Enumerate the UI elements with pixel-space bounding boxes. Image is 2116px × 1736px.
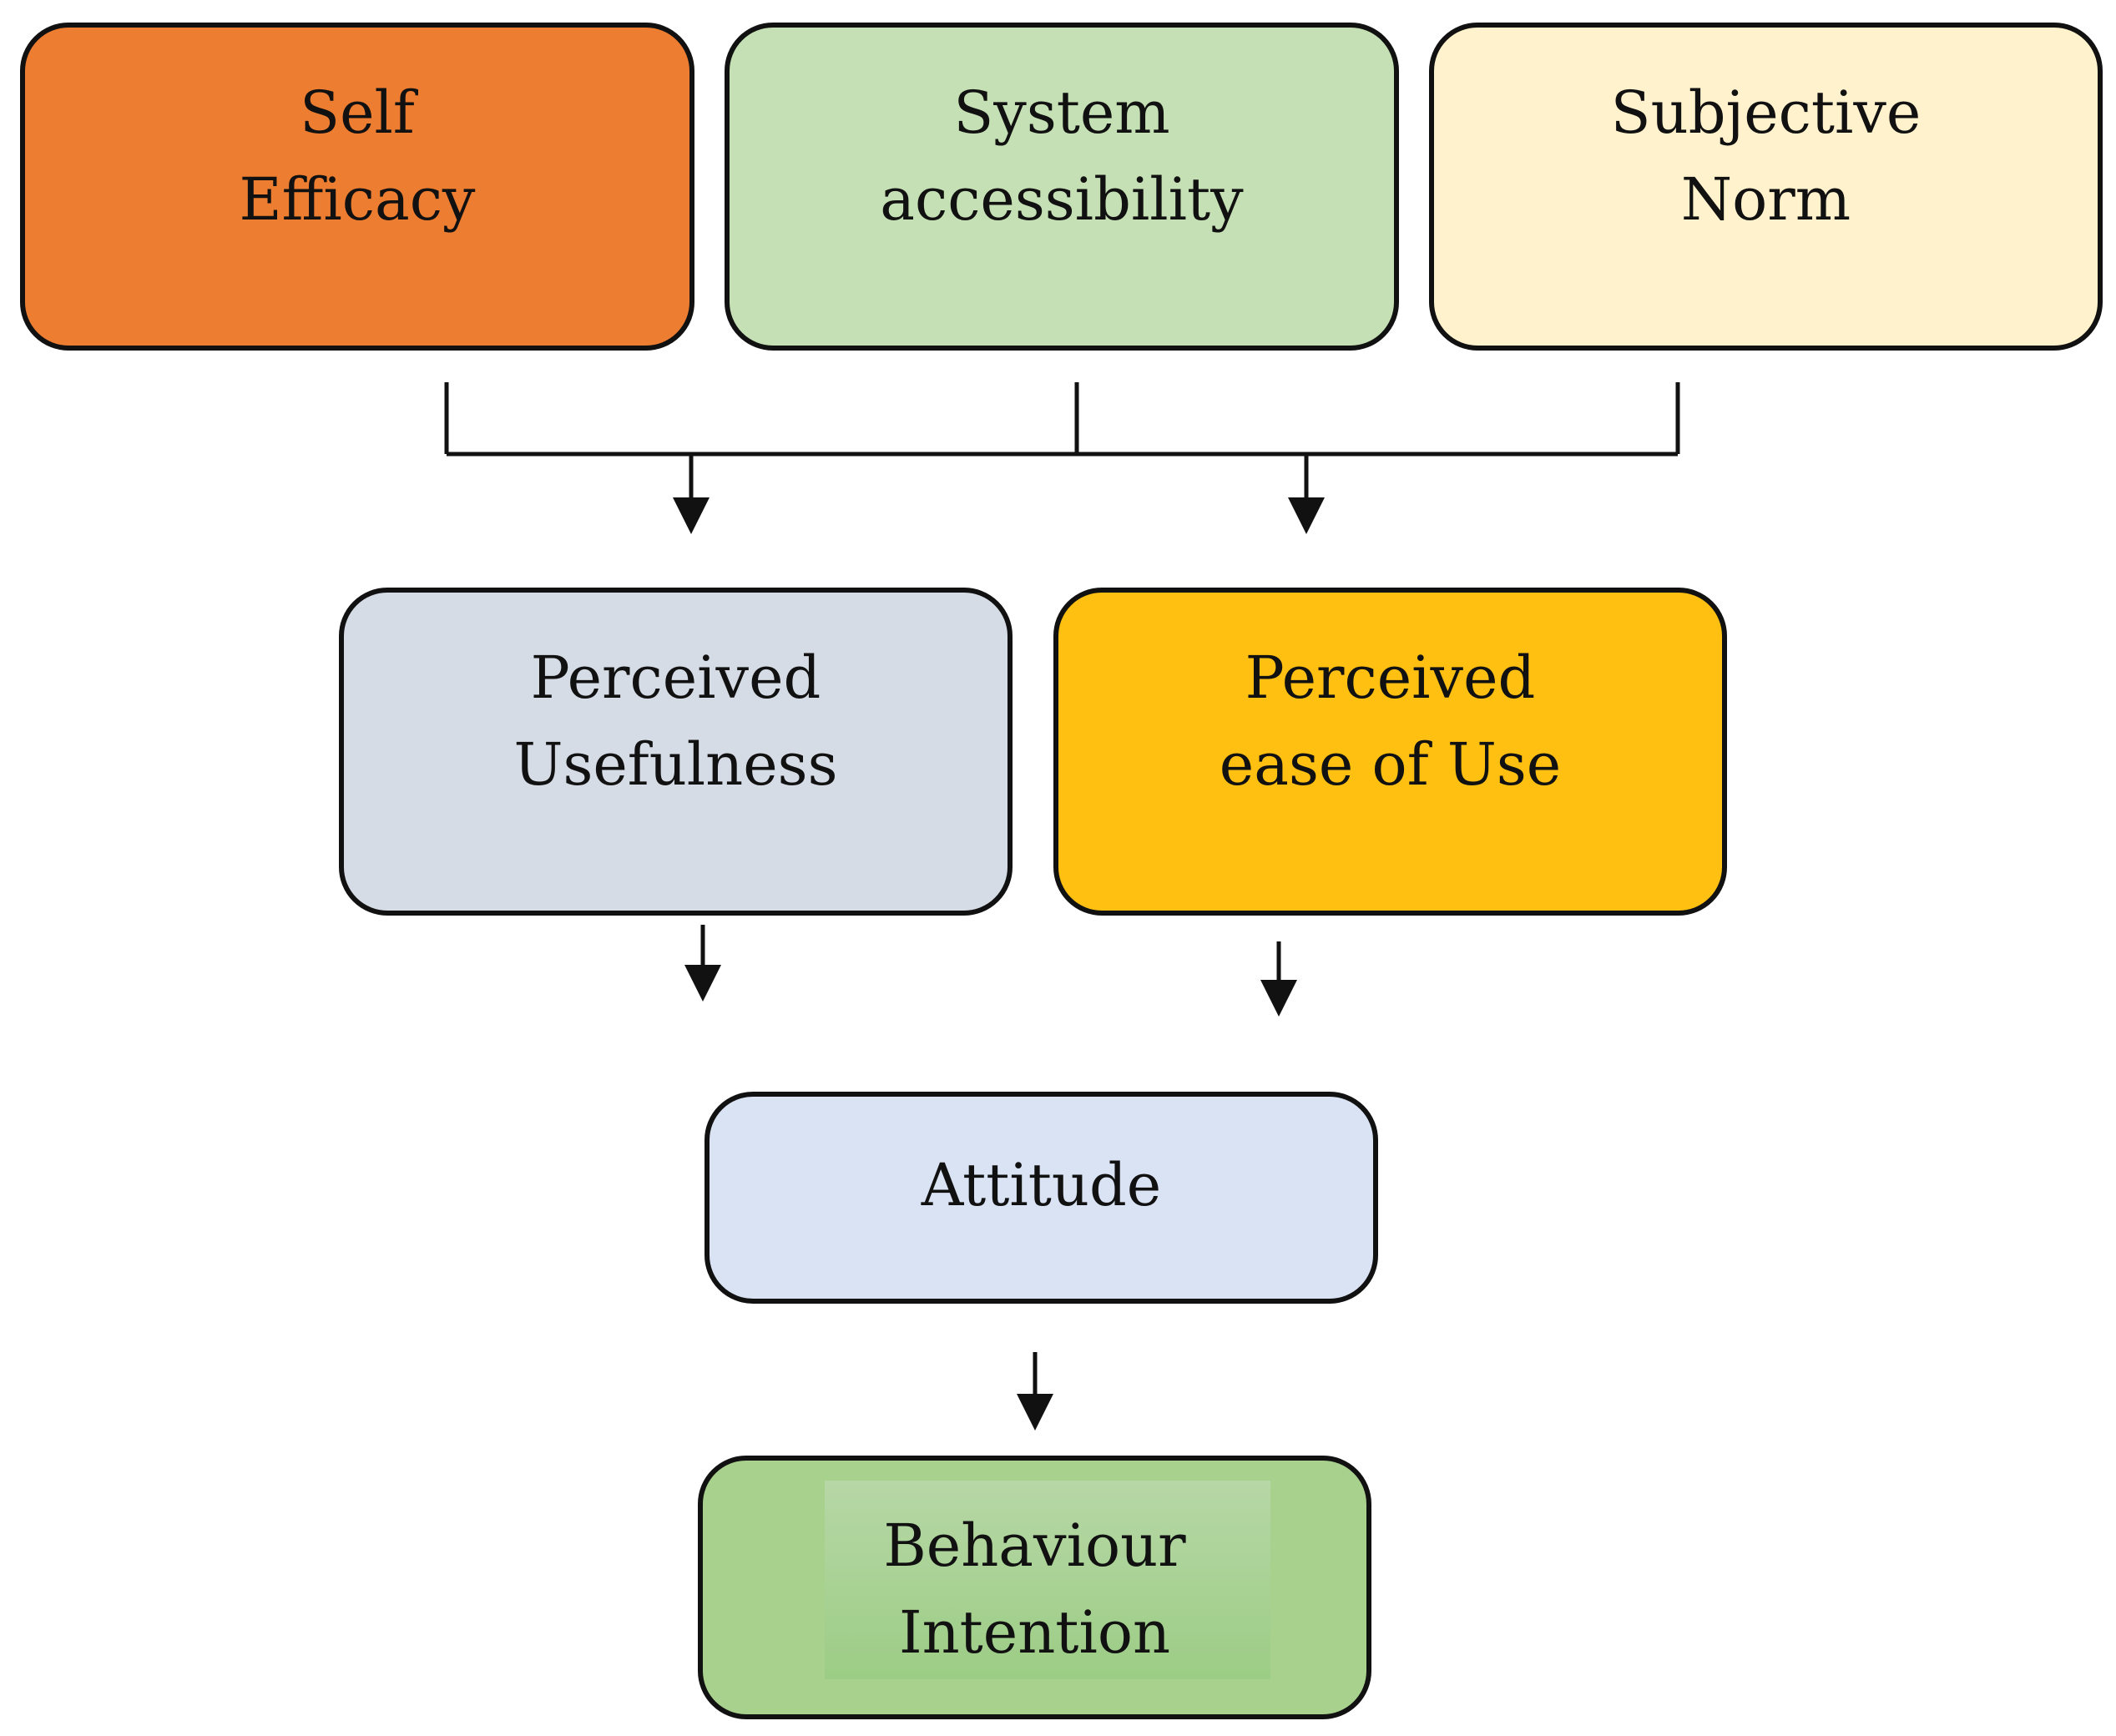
- self-efficacy-line-2: Efficacy: [239, 165, 476, 234]
- perceived-usefulness-line-2: Usefulness: [513, 730, 838, 799]
- perceived-usefulness-label: Perceived Usefulness: [344, 634, 1007, 808]
- arrowhead-ease-to-attitude: [1260, 980, 1297, 1017]
- system-accessibility-label: System accessibility: [730, 69, 1394, 243]
- attitude-line-1: Attitude: [921, 1151, 1162, 1219]
- self-efficacy-line-1: Self: [300, 78, 415, 147]
- arrowhead-usefulness-to-attitude: [684, 965, 721, 1002]
- system-accessibility-line-2: accessibility: [880, 165, 1244, 234]
- system-accessibility-box: System accessibility: [725, 23, 1399, 351]
- behaviour-intention-highlight: [825, 1481, 1270, 1679]
- behaviour-intention-line-2: Intention: [898, 1598, 1171, 1667]
- arrowhead-to-usefulness: [673, 497, 710, 534]
- behaviour-intention-line-1: Behaviour: [883, 1511, 1186, 1580]
- system-accessibility-line-1: System: [953, 78, 1170, 147]
- self-efficacy-box: Self Efficacy: [20, 23, 694, 351]
- perceived-usefulness-box: Perceived Usefulness: [339, 588, 1013, 916]
- perceived-ease-of-use-label: Perceived ease of Use: [1058, 634, 1722, 808]
- perceived-ease-of-use-line-2: ease of Use: [1219, 730, 1562, 799]
- perceived-ease-of-use-line-1: Perceived: [1245, 643, 1536, 712]
- subjective-norm-line-2: Norm: [1680, 165, 1851, 234]
- behaviour-intention-box: Behaviour Intention: [698, 1456, 1371, 1719]
- arrowhead-to-ease-of-use: [1288, 497, 1325, 534]
- subjective-norm-box: Subjective Norm: [1429, 23, 2103, 351]
- attitude-label: Attitude: [710, 1142, 1373, 1229]
- subjective-norm-label: Subjective Norm: [1434, 69, 2098, 243]
- subjective-norm-line-1: Subjective: [1610, 78, 1922, 147]
- perceived-usefulness-line-1: Perceived: [530, 643, 821, 712]
- self-efficacy-label: Self Efficacy: [25, 69, 689, 243]
- attitude-box: Attitude: [704, 1092, 1378, 1304]
- perceived-ease-of-use-box: Perceived ease of Use: [1053, 588, 1727, 916]
- behaviour-intention-label: Behaviour Intention: [703, 1502, 1366, 1676]
- arrowhead-attitude-to-behaviour: [1017, 1394, 1053, 1431]
